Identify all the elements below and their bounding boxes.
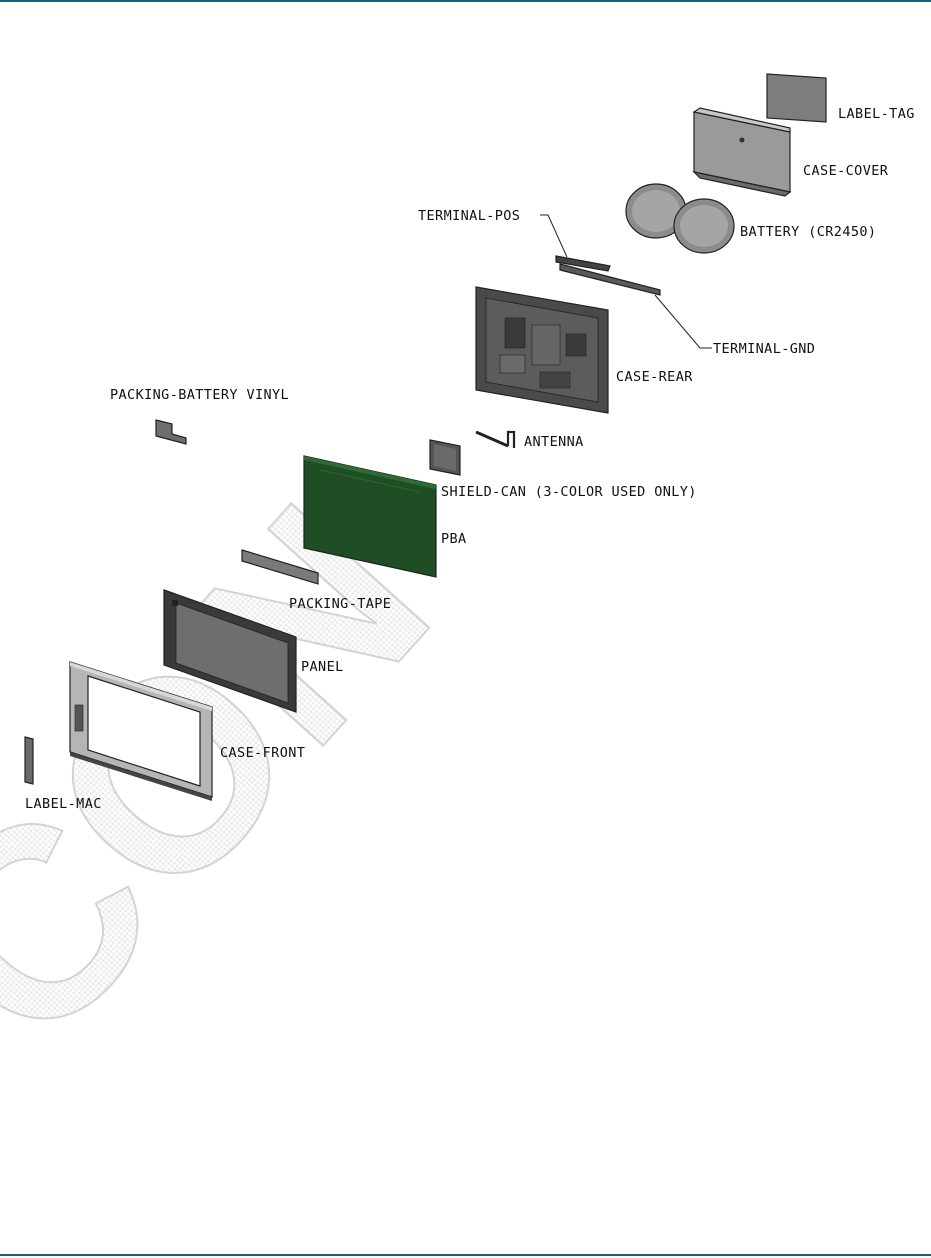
case-cover-label: CASE-COVER — [803, 163, 889, 179]
battery-part — [626, 184, 734, 253]
label-tag-part — [767, 74, 826, 122]
terminal-part — [556, 256, 660, 295]
terminal-gnd-label: TERMINAL-GND — [713, 341, 815, 357]
case-front-label: CASE-FRONT — [220, 745, 305, 761]
shield-can-part — [430, 440, 460, 475]
terminal-pos-label: TERMINAL-POS — [418, 208, 520, 224]
antenna-label: ANTENNA — [524, 434, 584, 450]
label-tag-label: LABEL-TAG — [838, 106, 915, 122]
shield-can-label: SHIELD-CAN (3-COLOR USED ONLY) — [441, 484, 697, 500]
packing-tape-label: PACKING-TAPE — [289, 596, 391, 612]
packing-battery-vinyl-part — [156, 420, 186, 444]
pba-label: PBA — [441, 531, 467, 547]
panel-label: PANEL — [301, 659, 344, 675]
antenna-part — [476, 432, 514, 448]
case-cover-part — [694, 108, 790, 196]
label-mac-part — [25, 737, 33, 784]
packing-battery-vinyl-label: PACKING-BATTERY VINYL — [110, 387, 289, 403]
label-mac-label: LABEL-MAC — [25, 796, 102, 812]
case-rear-label: CASE-REAR — [616, 369, 693, 385]
case-rear-part — [476, 287, 608, 413]
battery-label: BATTERY (CR2450) — [740, 224, 876, 240]
